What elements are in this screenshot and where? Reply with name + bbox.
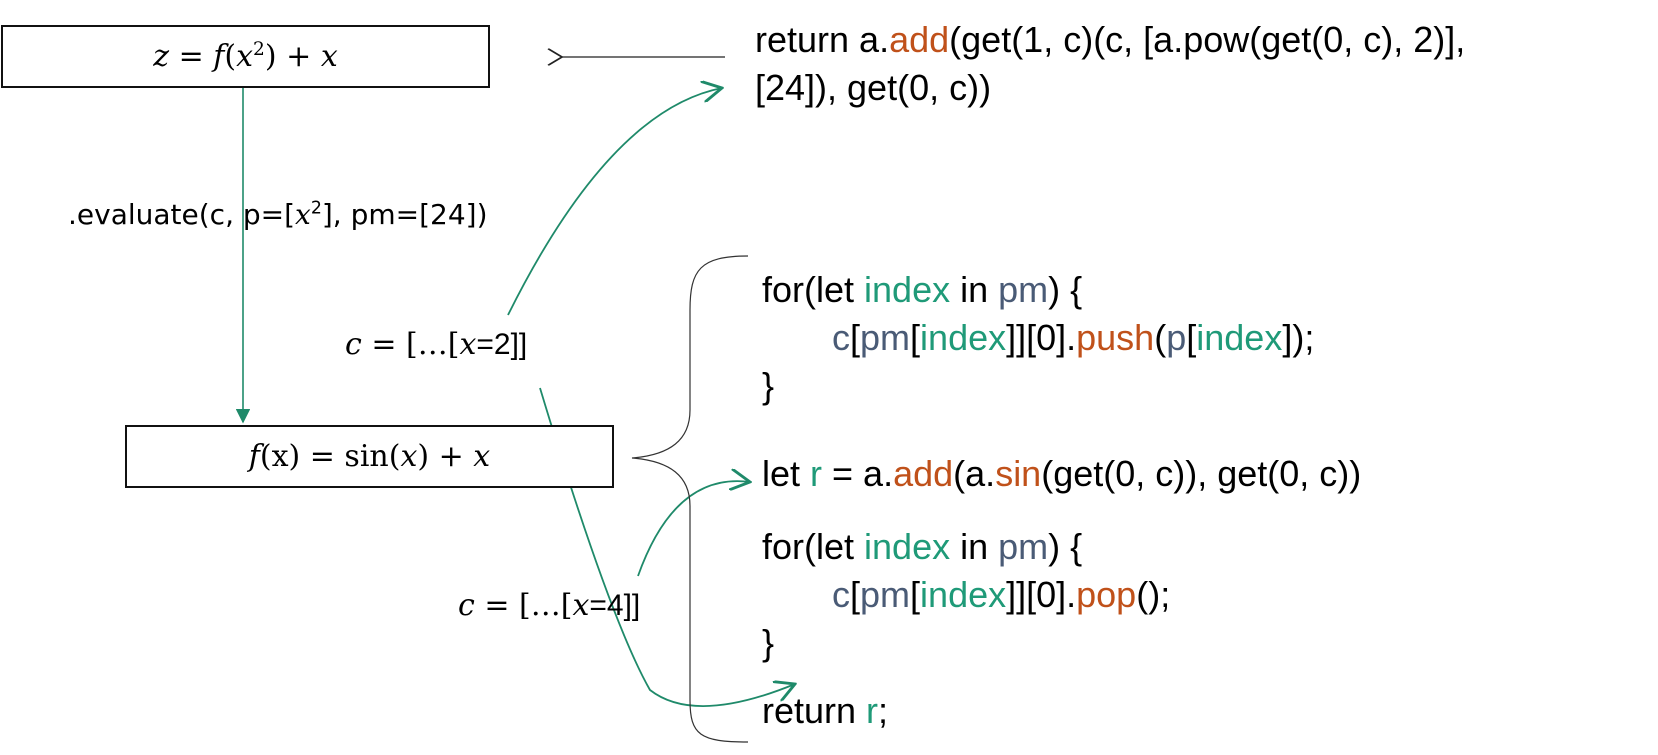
- code-line: let r = a.add(a.sin(get(0, c)), get(0, c…: [762, 450, 1361, 498]
- code-token: [: [910, 317, 921, 358]
- code-line: for(let index in pm) {: [762, 266, 1314, 314]
- composite-formula: z = f(x2) + x: [153, 39, 338, 74]
- code-token: (get(1, c)(c, [a.pow(get(0, c), 2)],: [949, 19, 1466, 60]
- code-line: [24]), get(0, c)): [755, 64, 1465, 112]
- code-pop-loop: for(let index in pm) { c[pm[index]][0].p…: [762, 523, 1170, 667]
- code-token: index: [920, 317, 1007, 358]
- code-token: ();: [1136, 574, 1171, 615]
- code-token: }: [762, 365, 775, 406]
- code-token: }: [762, 622, 775, 663]
- code-token: sin: [995, 453, 1042, 494]
- code-token: c: [832, 574, 850, 615]
- code-token: [24]), get(0, c)): [755, 67, 992, 108]
- inner-formula: f(x) = sin(x) + x: [248, 439, 491, 474]
- callback-arrow-return: [539, 387, 795, 708]
- code-let-r: let r = a.add(a.sin(get(0, c)), get(0, c…: [762, 450, 1361, 498]
- context-label-x2: c = […[x=2]]: [345, 327, 528, 362]
- code-token: ) {: [1048, 526, 1083, 567]
- code-token: pop: [1076, 574, 1137, 615]
- code-token: let: [762, 453, 811, 494]
- code-token: (a.: [953, 453, 996, 494]
- code-token: p: [1166, 317, 1187, 358]
- code-token: for(let: [762, 526, 865, 567]
- code-token: (get(0, c)), get(0, c)): [1041, 453, 1362, 494]
- code-token: ]][0].: [1006, 574, 1077, 615]
- code-token: ;: [878, 690, 889, 731]
- evaluate-call-label: .evaluate(c, p=[x2], pm=[24]): [68, 198, 488, 231]
- code-line: return r;: [762, 687, 888, 735]
- code-return-top: return a.add(get(1, c)(c, [a.pow(get(0, …: [755, 16, 1465, 112]
- code-token: pm: [998, 526, 1049, 567]
- code-token: c: [832, 317, 850, 358]
- code-token: return a.: [755, 19, 890, 60]
- code-token: index: [864, 526, 951, 567]
- code-token: in: [950, 269, 999, 310]
- code-token: ]);: [1282, 317, 1315, 358]
- code-token: return: [762, 690, 867, 731]
- code-token: in: [950, 526, 999, 567]
- context-label-x4: c = […[x=4]]: [458, 588, 641, 623]
- code-line: return a.add(get(1, c)(c, [a.pow(get(0, …: [755, 16, 1465, 64]
- callback-arrow-top: [507, 88, 722, 316]
- code-push-loop: for(let index in pm) { c[pm[index]][0].p…: [762, 266, 1314, 410]
- code-token: [: [850, 317, 861, 358]
- code-token: for(let: [762, 269, 865, 310]
- code-token: r: [810, 453, 823, 494]
- code-token: pm: [860, 574, 911, 615]
- composite-function-box: z = f(x2) + x: [1, 25, 490, 88]
- code-token: index: [920, 574, 1007, 615]
- code-line: }: [762, 619, 1170, 667]
- code-return-r: return r;: [762, 687, 888, 735]
- inner-function-box: f(x) = sin(x) + x: [125, 425, 614, 488]
- code-brace: [631, 255, 749, 743]
- code-line: c[pm[index]][0].pop();: [762, 571, 1170, 619]
- code-token: index: [864, 269, 951, 310]
- code-token: (: [1154, 317, 1167, 358]
- code-token: = a.: [822, 453, 894, 494]
- code-token: [: [850, 574, 861, 615]
- code-token: pm: [860, 317, 911, 358]
- code-token: [: [910, 574, 921, 615]
- callback-arrow-let: [637, 481, 750, 577]
- code-token: index: [1196, 317, 1283, 358]
- code-line: c[pm[index]][0].push(p[index]);: [762, 314, 1314, 362]
- code-line: }: [762, 362, 1314, 410]
- code-token: add: [889, 19, 950, 60]
- code-token: r: [866, 690, 879, 731]
- code-token: pm: [998, 269, 1049, 310]
- code-token: ) {: [1048, 269, 1083, 310]
- code-token: add: [893, 453, 954, 494]
- code-line: for(let index in pm) {: [762, 523, 1170, 571]
- code-token: ]][0].: [1006, 317, 1077, 358]
- code-token: [: [1186, 317, 1197, 358]
- code-token: push: [1076, 317, 1155, 358]
